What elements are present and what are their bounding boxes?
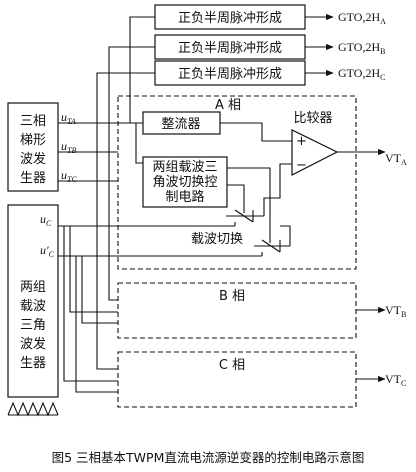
wiring	[58, 16, 292, 393]
tri-output-label-2: u′C	[40, 243, 55, 259]
rectifier-block: 整流器	[142, 111, 221, 135]
rectifier-label: 整流器	[161, 117, 200, 132]
trap-gen-line-3: 波发	[20, 151, 46, 167]
trap-gen-line-4: 生器	[20, 171, 46, 186]
trapezoid-generator: 三相 梯形 波发 生器	[7, 102, 59, 192]
trap-output-label-b: uTB	[61, 139, 76, 155]
tri-output-label-1: uC	[40, 212, 52, 228]
trap-gen-line-1: 三相	[20, 114, 46, 129]
phase-c-title: C 相	[219, 358, 245, 373]
pulse-block-b: 正负半周脉冲形成	[154, 34, 306, 60]
phase-a-title: A 相	[215, 98, 241, 113]
pulse-a-output-label: GTO,2HA	[338, 10, 386, 26]
pulse-b-output-label: GTO,2HB	[338, 40, 385, 56]
pulse-block-a-label: 正负半周脉冲形成	[178, 11, 282, 26]
phase-c-output-label: VTC	[385, 372, 406, 388]
carrier-switch-label: 载波切换	[191, 232, 243, 247]
switch-ctrl-line-2: 角波切换控	[152, 175, 217, 190]
phase-a-output-label: VTA	[385, 151, 407, 167]
switch-control-block: 两组载波三 角波切换控 制电路	[142, 156, 228, 208]
carrier-switch-transistors	[226, 209, 290, 253]
pulse-block-c: 正负半周脉冲形成	[154, 60, 306, 86]
trap-output-label-a: uTA	[61, 110, 76, 126]
comparator-minus-sign: −	[296, 158, 307, 173]
comparator-label: 比较器	[293, 111, 332, 126]
triangle-wave-icon	[7, 401, 59, 417]
phase-b-output-label: VTB	[385, 303, 406, 319]
triangle-generator: 两组 载波 三角 波发 生器	[7, 204, 59, 398]
pulse-block-b-label: 正负半周脉冲形成	[178, 41, 282, 56]
comparator-plus-sign: +	[296, 134, 307, 149]
phase-a-region	[117, 95, 357, 270]
trap-output-label-c: uTC	[61, 168, 77, 184]
phase-b-title: B 相	[219, 289, 245, 304]
tri-gen-line-1: 两组	[20, 280, 46, 295]
pulse-block-c-label: 正负半周脉冲形成	[178, 67, 282, 82]
switch-ctrl-line-1: 两组载波三	[152, 160, 217, 175]
tri-gen-line-3: 三角	[20, 318, 46, 333]
pulse-c-output-label: GTO,2HC	[338, 66, 385, 82]
tri-gen-line-4: 波发	[20, 336, 46, 352]
trap-gen-line-2: 梯形	[20, 133, 46, 148]
switch-ctrl-line-3: 制电路	[165, 189, 204, 205]
pulse-block-a: 正负半周脉冲形成	[154, 4, 306, 30]
comparator: 比较器 + −	[291, 111, 339, 176]
figure-caption: 图5 三相基本TWPM直流电流源逆变器的控制电路示意图	[52, 450, 365, 465]
tri-gen-line-2: 载波	[20, 299, 46, 314]
tri-gen-line-5: 生器	[20, 356, 46, 371]
